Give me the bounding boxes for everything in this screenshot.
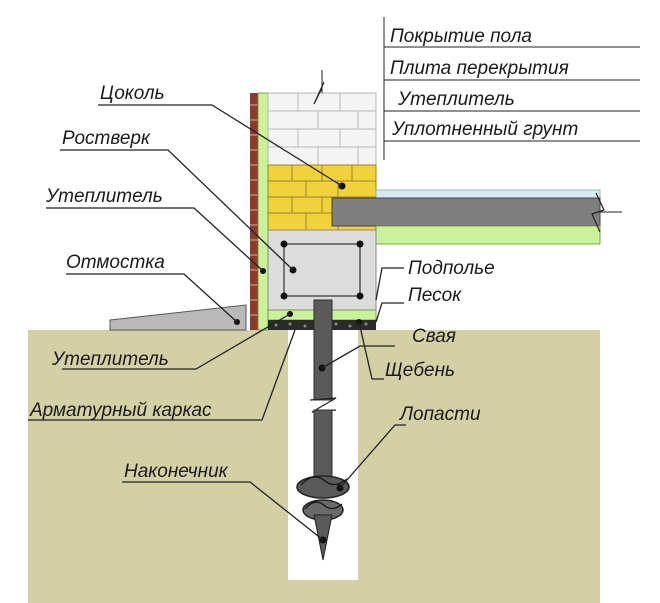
label-tip: Наконечник <box>124 461 229 482</box>
label-floor-covering: Покрытие пола <box>390 26 532 47</box>
layer-legend-table <box>383 17 640 160</box>
plinth-facing <box>250 93 258 330</box>
label-blades: Лопасти <box>398 404 481 425</box>
label-blind-area: Отмостка <box>66 252 165 273</box>
label-grillage: Ростверк <box>62 128 151 149</box>
pile-shaft <box>313 299 333 401</box>
label-crushed-stone: Щебень <box>385 360 455 381</box>
floor-slab <box>331 197 601 227</box>
rebar-cage <box>283 243 361 297</box>
floor-insulation <box>375 225 601 245</box>
label-bottom-insulation: Утеплитель <box>51 349 169 370</box>
label-sand: Песок <box>408 285 462 306</box>
label-floor-slab: Плита перекрытия <box>390 58 569 79</box>
label-plinth: Цоколь <box>100 83 165 104</box>
pile-blade-upper <box>296 475 350 499</box>
wall-insulation <box>257 92 269 331</box>
label-rebar-cage: Арматурный каркас <box>29 400 212 421</box>
label-pile: Свая <box>412 326 456 347</box>
label-floor-insulation: Утеплитель <box>397 89 515 110</box>
floor-covering <box>375 189 601 199</box>
label-underfloor: Подполье <box>408 258 495 279</box>
slab-break-mark <box>591 192 605 233</box>
wall-break-mark <box>313 81 325 105</box>
label-wall-insulation: Утеплитель <box>45 186 163 207</box>
label-compacted-soil: Уплотненный грунт <box>391 119 578 140</box>
blind-area <box>109 304 247 331</box>
